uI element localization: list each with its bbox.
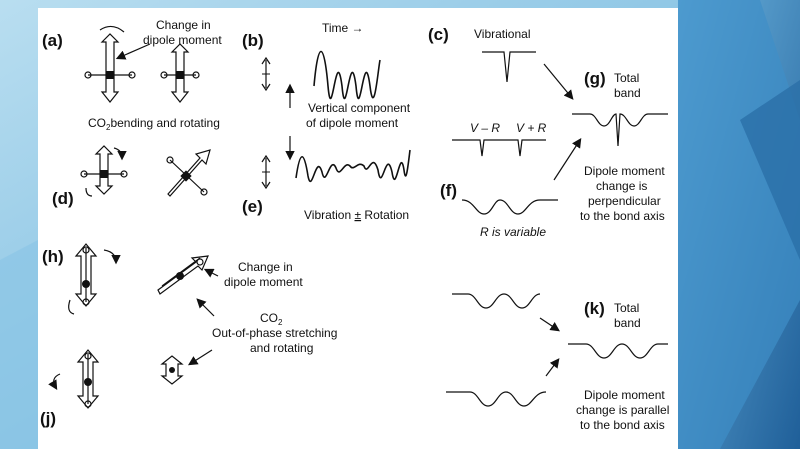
label-d: (d) bbox=[52, 189, 74, 208]
co2-rotated-molecule bbox=[166, 149, 211, 197]
caption-co2-h: CO2 bbox=[260, 311, 283, 327]
label-c: (c) bbox=[428, 25, 449, 44]
co2-bending-molecule-1 bbox=[84, 25, 136, 103]
label-k: (k) bbox=[584, 299, 605, 318]
spectrum-total-perpendicular bbox=[572, 113, 668, 147]
caption-parallel-2: change is parallel bbox=[576, 403, 669, 417]
co2-stretching-molecule-1 bbox=[68, 243, 121, 315]
label-h: (h) bbox=[42, 247, 64, 266]
caption-change-in: Change in bbox=[156, 18, 211, 32]
caption-out-of-phase-1: Out-of-phase stretching bbox=[212, 326, 337, 340]
caption-band-g: band bbox=[614, 86, 641, 100]
label-j: (j) bbox=[40, 409, 56, 428]
co2-compressed-molecule bbox=[160, 355, 184, 385]
caption-v-plus-r: V + R bbox=[516, 121, 547, 135]
caption-total-g: Total bbox=[614, 71, 639, 85]
caption-total-k: Total bbox=[614, 301, 639, 315]
spectrum-vibrational bbox=[482, 51, 536, 83]
wave-vibration-rotation bbox=[295, 149, 411, 183]
caption-perp-2: change is bbox=[596, 179, 647, 193]
caption-out-of-phase-2: and rotating bbox=[250, 341, 313, 355]
caption-vibrational: Vibrational bbox=[474, 27, 530, 41]
spectrum-total-parallel bbox=[568, 343, 668, 359]
co2-bending-molecule-2 bbox=[160, 43, 200, 103]
label-g: (g) bbox=[584, 69, 606, 88]
vertical-dipole-arrow-e bbox=[261, 154, 271, 190]
spectrum-rotational-envelope bbox=[461, 199, 558, 215]
caption-v-minus-r: V – R bbox=[470, 121, 500, 135]
caption-parallel-1: Dipole moment bbox=[584, 388, 665, 402]
spectrum-parallel-bottom bbox=[446, 391, 547, 407]
caption-of-dipole-moment: of dipole moment bbox=[306, 116, 399, 130]
caption-vertical-component: Vertical component bbox=[308, 101, 411, 115]
label-f: (f) bbox=[440, 181, 457, 200]
caption-vibration-rotation: Vibration ± Rotation bbox=[304, 208, 409, 222]
caption-parallel-3: to the bond axis bbox=[580, 418, 665, 432]
spectrum-parallel-top bbox=[452, 293, 541, 309]
label-a: (a) bbox=[42, 31, 63, 50]
caption-time: Time → bbox=[322, 21, 364, 35]
co2-stretching-molecule-2 bbox=[48, 349, 100, 409]
caption-band-k: band bbox=[614, 316, 641, 330]
caption-perp-3: perpendicular bbox=[588, 194, 661, 208]
label-b: (b) bbox=[242, 31, 264, 50]
wave-vibration bbox=[313, 50, 381, 100]
vertical-dipole-arrow-b bbox=[261, 56, 271, 92]
diagram-panel: (a) Change in dipole moment CO2bending a… bbox=[38, 8, 678, 449]
caption-co2-bending: CO2bending and rotating bbox=[88, 116, 220, 132]
caption-dipole-moment: dipole moment bbox=[143, 33, 222, 47]
label-e: (e) bbox=[242, 197, 263, 216]
caption-dipole-moment-h: dipole moment bbox=[224, 275, 303, 289]
caption-perp-4: to the bond axis bbox=[580, 209, 665, 223]
spectrum-v-r bbox=[452, 139, 546, 157]
caption-r-variable: R is variable bbox=[480, 225, 546, 239]
caption-perp-1: Dipole moment bbox=[584, 164, 665, 178]
co2-bending-molecule-3 bbox=[80, 145, 128, 197]
co2-stretching-tilted bbox=[157, 255, 209, 295]
caption-change-in-h: Change in bbox=[238, 260, 293, 274]
dipole-diagram: (a) Change in dipole moment CO2bending a… bbox=[40, 18, 669, 432]
